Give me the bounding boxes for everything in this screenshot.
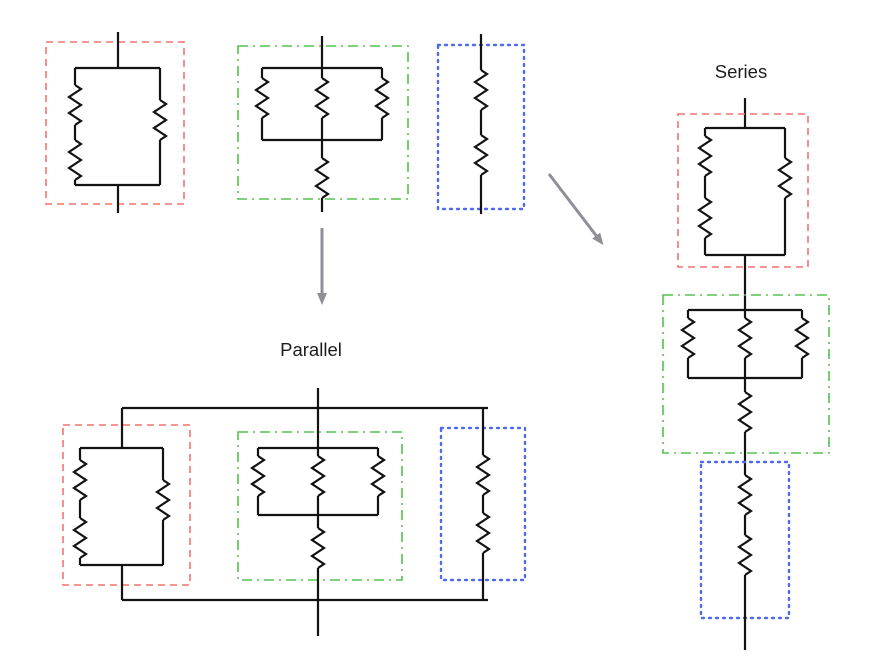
resistor [737,473,753,517]
resistor [697,134,713,178]
resistor [473,133,489,177]
resistor [473,68,489,112]
resistor [374,76,390,120]
network-green-in-series [662,294,830,475]
resistor [254,76,270,120]
resistor [737,533,753,577]
resistor [314,156,330,200]
resistor [250,454,266,498]
wires [256,408,380,600]
network-red-in-series [677,113,809,310]
resistor [777,156,793,200]
resistor [475,453,491,497]
series-label: Series [715,61,767,82]
network-red-in-parallel [62,408,191,600]
wires [686,308,804,475]
arrow-diagonal-icon [547,173,604,246]
resistor [310,454,326,498]
wires [260,36,384,212]
resistor [697,196,713,240]
resistor [737,316,753,360]
network-green-original [237,36,409,212]
network-blue-original [436,34,526,214]
resistor [67,138,83,182]
wires [703,126,787,310]
wires [73,32,162,213]
resistor [794,316,810,360]
resistor [680,316,696,360]
resistor [155,478,171,522]
resistor [737,390,753,434]
wires [78,408,165,600]
network-blue-in-parallel [439,408,527,600]
red-dashed-box [45,41,185,205]
parallel-label: Parallel [280,339,342,360]
green-dashdot-box [237,431,403,581]
green-dashdot-box [237,45,409,200]
resistor [475,511,491,555]
outer-rails [122,388,488,636]
red-dashed-box [62,424,191,586]
resistor [314,76,330,120]
resistor [72,458,88,502]
series-combination [662,98,830,650]
network-blue-in-series [699,460,791,650]
resistor [370,454,386,498]
green-dashdot-box [662,294,830,454]
resistor [67,83,83,127]
parallel-combination [62,388,527,636]
red-dashed-box [677,113,809,268]
resistor [152,98,168,142]
resistor [72,516,88,560]
resistor [310,526,326,570]
network-red-original [45,32,185,213]
network-green-in-parallel [237,408,403,600]
